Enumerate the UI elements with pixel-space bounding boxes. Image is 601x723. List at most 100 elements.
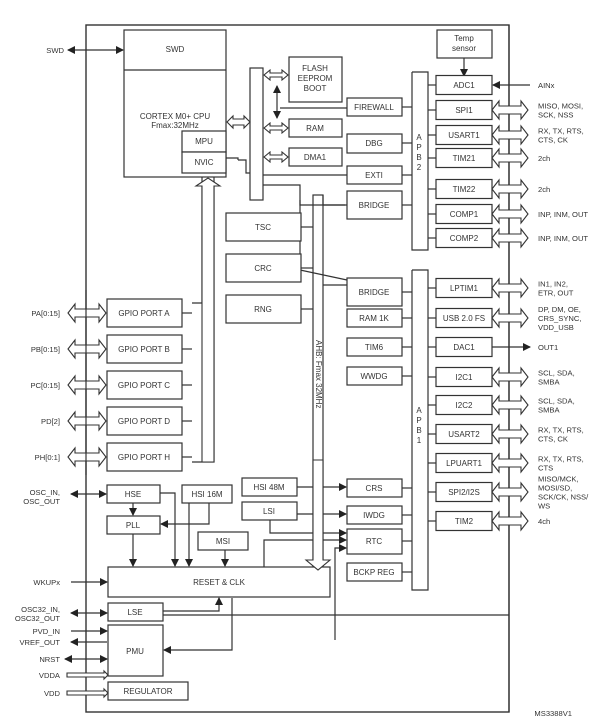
svg-text:P: P [416, 143, 421, 152]
bridge-apb1-label: BRIDGE [359, 288, 390, 297]
msi-block [197, 531, 249, 551]
eeprom-label: EEPROM [298, 74, 333, 83]
gpio-port-c: GPIO PORT C PC[0:15] [30, 370, 192, 400]
gpio-port-c-io-arrow [67, 374, 107, 396]
i2c2-pin-label: SMBA [538, 406, 560, 415]
pin-osc32-out: OSC32_OUT [15, 614, 61, 623]
lpuart1-label: LPUART1 [446, 459, 482, 468]
tim21-label: TIM21 [453, 154, 476, 163]
vdd-arrow [66, 687, 109, 699]
gpio-port-h-io-arrow [67, 446, 107, 468]
gpio-port-a: GPIO PORT APA[0:15] [31, 298, 192, 328]
usart1-pin-label: RX, TX, RTS, [538, 127, 584, 136]
lsi-label: LSI [263, 507, 275, 516]
swd-label: SWD [166, 45, 185, 54]
i2c1-pin-label: SCL, SDA, [538, 369, 575, 378]
usart1-label: USART1 [448, 131, 480, 140]
reset-clk-block [107, 566, 331, 598]
spi2-i2s-pin-label: MISO/MCK, [538, 475, 579, 484]
spi1-label: SPI1 [455, 106, 473, 115]
flash-block [288, 56, 343, 103]
peripheral-i2c2: I2C2 SCL, SDA,SMBA [428, 394, 575, 416]
apb2-bus [411, 71, 429, 251]
tim2-label: TIM2 [455, 517, 474, 526]
svg-text:A: A [416, 133, 422, 142]
apb1-bus-letters: A P B 1 [416, 406, 422, 445]
lpuart1-io-arrow [491, 452, 529, 474]
gpio-port-a-label: GPIO PORT A [118, 309, 170, 318]
ahb-bus-label: AHB: Fmax 32MHz [314, 340, 323, 408]
gpio-port-h: GPIO PORT HPH[0:1] [35, 442, 192, 472]
svg-text:1: 1 [417, 436, 422, 445]
lptim1-io-arrow [491, 277, 529, 299]
spi1-pin-label: SCK, NSS [538, 111, 573, 120]
i2c1-label: I2C1 [456, 373, 473, 382]
i2c2-label: I2C2 [456, 401, 473, 410]
gpio-port-b-block [106, 334, 183, 364]
spi2-i2s-pin-label: MOSI/SD, [538, 484, 572, 493]
spi2-i2s-label: SPI2/I2S [448, 488, 480, 497]
tim22-pin-label: 2ch [538, 185, 550, 194]
svg-text:B: B [416, 426, 421, 435]
gpio-port-d-block [106, 406, 183, 436]
pin-vdda: VDDA [39, 671, 61, 680]
rtc-block [346, 528, 403, 555]
svg-text:2: 2 [417, 163, 422, 172]
pin-vdd: VDD [44, 689, 61, 698]
i2c1-pin-label: SMBA [538, 378, 560, 387]
crc-block [225, 253, 302, 283]
bridge-apb1 [346, 277, 403, 307]
pin-pb-0-15: PB[0:15] [31, 345, 60, 354]
dac1-label: DAC1 [453, 343, 475, 352]
regulator-block [107, 681, 189, 701]
tim21-io-arrow [491, 147, 529, 169]
bridge-apb2-label: BRIDGE [359, 201, 390, 210]
comp1-pin-label: INP, INM, OUT [538, 210, 588, 219]
comp1-label: COMP1 [450, 210, 479, 219]
hsi48-label: HSI 48M [253, 483, 284, 492]
comp2-label: COMP2 [450, 234, 479, 243]
gpio-port-b: GPIO PORT BPB[0:15] [31, 334, 192, 364]
pmu-block [107, 624, 164, 677]
pin-nrst: NRST [39, 655, 60, 664]
ram-bus-arrow [263, 121, 289, 135]
usart2-pin-label: RX, TX, RTS, [538, 426, 584, 435]
temp-label: Temp [454, 34, 474, 43]
exti-label: EXTI [365, 171, 383, 180]
lpuart1-pin-label: CTS [538, 464, 553, 473]
pin-pd-2: PD[2] [41, 417, 60, 426]
pin-swd: SWD [46, 46, 64, 55]
bridge-apb2 [346, 190, 403, 220]
i2c2-pin-label: SCL, SDA, [538, 397, 575, 406]
wwdg-label: WWDG [360, 372, 387, 381]
nvic-label: NVIC [194, 158, 213, 167]
adc1-label: ADC1 [453, 81, 475, 90]
apb1-bus [411, 269, 429, 591]
rng-block [225, 294, 302, 324]
dbg-label: DBG [365, 139, 382, 148]
cpu-label: CORTEX M0+ CPU [140, 112, 211, 121]
tim21-pin-label: 2ch [538, 154, 550, 163]
dac1-pin-label: OUT1 [538, 343, 558, 352]
svg-text:A: A [416, 406, 422, 415]
gpio-port-c-label: GPIO PORT C [118, 381, 170, 390]
pin-osc-in: OSC_IN, [30, 488, 60, 497]
tim2-io-arrow [491, 510, 529, 532]
cpu-bus-arrow [226, 114, 251, 130]
usart1-pin-label: CTS, CK [538, 136, 568, 145]
lptim1-label: LPTIM1 [450, 284, 479, 293]
iwdg-label: IWDG [363, 511, 385, 520]
ram-block [288, 118, 343, 138]
dma-block [288, 147, 343, 167]
pin-pc-0-15: PC[0:15] [30, 381, 60, 390]
cpu-bus-bar [249, 67, 264, 201]
gpio-port-d-io-arrow [67, 410, 107, 432]
usart2-io-arrow [491, 423, 529, 445]
